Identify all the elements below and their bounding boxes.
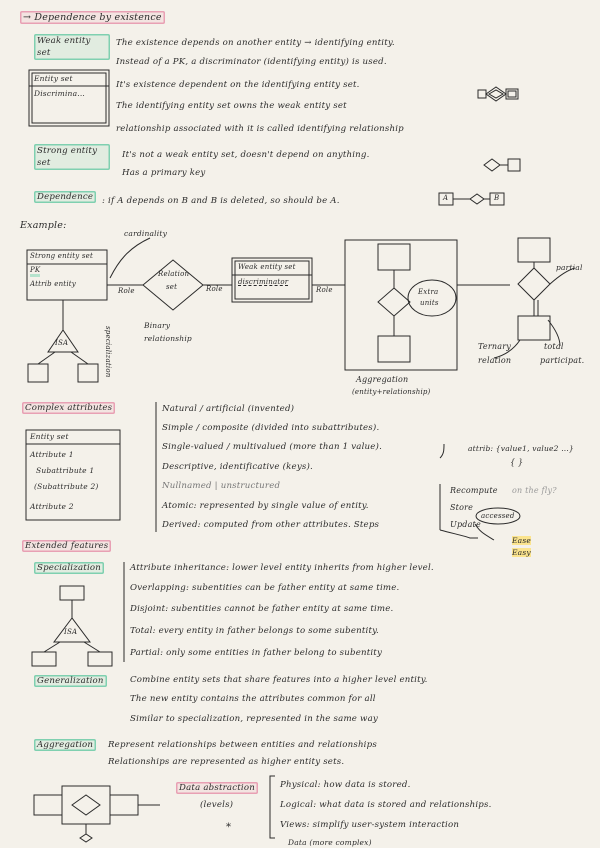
isa-label: ISA xyxy=(55,339,69,347)
strong-relationship-symbol xyxy=(483,158,521,172)
complex-box-item-4: Attribute 2 xyxy=(30,502,74,511)
complex-box-title: Entity set xyxy=(30,432,69,441)
side-on-the-fly: on the fly? xyxy=(512,486,557,495)
weak-entity-box-inner xyxy=(31,72,107,124)
complex-attr-label: Complex attributes xyxy=(22,402,116,414)
role-2: Role xyxy=(206,285,223,293)
ternary-label-2: relation xyxy=(478,356,512,365)
example-diagram xyxy=(26,237,576,383)
complex-line-7: Derived: computed from other attributes.… xyxy=(162,520,380,530)
agg-line-2: Relationships are represented as higher … xyxy=(108,757,345,767)
abstraction-bottom: Data (more complex) xyxy=(288,838,372,847)
total-label-2: participat. xyxy=(540,356,585,365)
isa-triangle xyxy=(47,329,79,353)
side-store: Store xyxy=(450,503,474,512)
weak-entity-label: Weak entity set xyxy=(34,34,110,60)
spec-isa-label: ISA xyxy=(64,628,78,636)
dependence-label: Dependence xyxy=(34,191,97,203)
binary-label-1: Binary xyxy=(144,321,171,330)
specialization-label: Specialization xyxy=(34,562,105,574)
spec-line-2: Overlapping: subentities can be father e… xyxy=(130,583,400,593)
dependence-text: : if A depends on B and B is deleted, so… xyxy=(102,196,340,206)
page-title: → Dependence by existence xyxy=(20,11,165,24)
complex-line-2: Simple / composite (divided into subattr… xyxy=(162,423,380,433)
aggregation-section-label: Aggregation xyxy=(34,739,97,751)
complex-attr-box xyxy=(25,429,121,521)
complex-line-6: Atomic: represented by single value of e… xyxy=(162,501,369,511)
gen-line-3: Similar to specialization, represented i… xyxy=(130,714,378,724)
strong-line-1: It's not a weak entity set, doesn't depe… xyxy=(122,150,370,160)
complex-line-3: Single-valued / multivalued (more than 1… xyxy=(162,442,383,452)
weak-box-ex-disc: discriminator xyxy=(238,278,289,286)
example-title: Example: xyxy=(20,220,67,231)
total-label-1: total xyxy=(544,342,564,351)
spec-isa-triangle xyxy=(53,617,91,643)
complex-line-1: Natural / artificial (invented) xyxy=(162,404,295,414)
spec-line-3: Disjoint: subentities cannot be father e… xyxy=(130,604,394,614)
ease-label-2: Easy xyxy=(512,548,531,557)
weak-line-2: Instead of a PK, a discriminator (identi… xyxy=(116,57,387,67)
abstraction-logical: Logical: what data is stored and relatio… xyxy=(280,800,492,810)
role-3: Role xyxy=(316,286,333,294)
side-update: Update xyxy=(450,520,481,529)
complex-line-4: Descriptive, identificative (keys). xyxy=(162,462,313,472)
data-abstraction-star: * xyxy=(226,822,232,833)
binary-label-2: relationship xyxy=(144,334,192,343)
aggregation-label: Aggregation xyxy=(356,375,409,384)
extra-label-2: units xyxy=(420,299,439,307)
weak-line-5: relationship associated with it is calle… xyxy=(116,124,404,134)
relation-label-1: Relation xyxy=(158,270,190,278)
spec-line-1: Attribute inheritance: lower level entit… xyxy=(130,563,434,573)
specialization-vertical: specialization xyxy=(104,326,112,378)
complex-box-item-3: (Subattribute 2) xyxy=(34,482,99,491)
strong-line-2: Has a primary key xyxy=(122,168,206,178)
cardinality-label: cardinality xyxy=(124,229,168,238)
weak-line-4: The identifying entity set owns the weak… xyxy=(116,101,347,111)
complex-line-5: Nullnamed | unstructured xyxy=(162,481,281,491)
partial-label: partial xyxy=(556,263,583,272)
dependence-b: B xyxy=(494,194,500,202)
strong-box-title: Strong entity set xyxy=(30,252,94,260)
spec-line-5: Partial: only some entities in father be… xyxy=(130,648,383,658)
attrib-braces: { } xyxy=(510,458,524,467)
spec-line-4: Total: every entity in father belongs to… xyxy=(130,626,379,636)
weak-box-attr: Discrimina... xyxy=(34,89,86,98)
relation-label-2: set xyxy=(166,283,178,291)
weak-box-ex-title: Weak entity set xyxy=(238,263,296,271)
extended-features-label: Extended features xyxy=(22,540,112,552)
weak-relationship-symbol xyxy=(477,86,519,102)
weak-line-3: It's existence dependent on the identify… xyxy=(116,80,360,90)
strong-box-pk: PK xyxy=(30,266,41,277)
gen-line-2: The new entity contains the attributes c… xyxy=(130,694,376,704)
ternary-diamond xyxy=(517,267,551,301)
gen-line-1: Combine entity sets that share features … xyxy=(130,675,428,685)
data-abstraction-label: Data abstraction xyxy=(176,782,258,794)
weak-entity-box xyxy=(28,69,110,127)
abstraction-physical: Physical: how data is stored. xyxy=(280,780,411,790)
weak-box-title: Entity set xyxy=(34,74,73,83)
ease-label-1: Ease xyxy=(512,536,532,545)
generalization-label: Generalization xyxy=(34,675,107,687)
side-recompute: Recompute xyxy=(450,486,498,495)
extra-label-1: Extra xyxy=(418,288,439,296)
weak-line-1: The existence depends on another entity … xyxy=(116,38,395,48)
attrib-set: attrib: {value1, value2 ...} xyxy=(468,444,574,453)
dependence-symbol xyxy=(438,192,505,206)
data-abstraction-levels: (levels) xyxy=(200,800,234,810)
ternary-label-1: Ternary xyxy=(478,342,511,351)
dependence-a: A xyxy=(443,194,449,202)
abstraction-views: Views: simplify user-system interaction xyxy=(280,820,460,830)
complex-box-item-1: Attribute 1 xyxy=(30,450,74,459)
aggregation-box xyxy=(344,239,458,371)
strong-box-attr: Attrib entity xyxy=(30,280,76,288)
complex-box-item-2: Subattribute 1 xyxy=(36,466,95,475)
role-1: Role xyxy=(118,287,135,295)
agg-line-1: Represent relationships between entities… xyxy=(108,740,377,750)
aggregation-sub: (entity+relationship) xyxy=(352,388,431,396)
side-accessed: accessed xyxy=(481,512,515,520)
strong-entity-label: Strong entity set xyxy=(34,144,110,170)
